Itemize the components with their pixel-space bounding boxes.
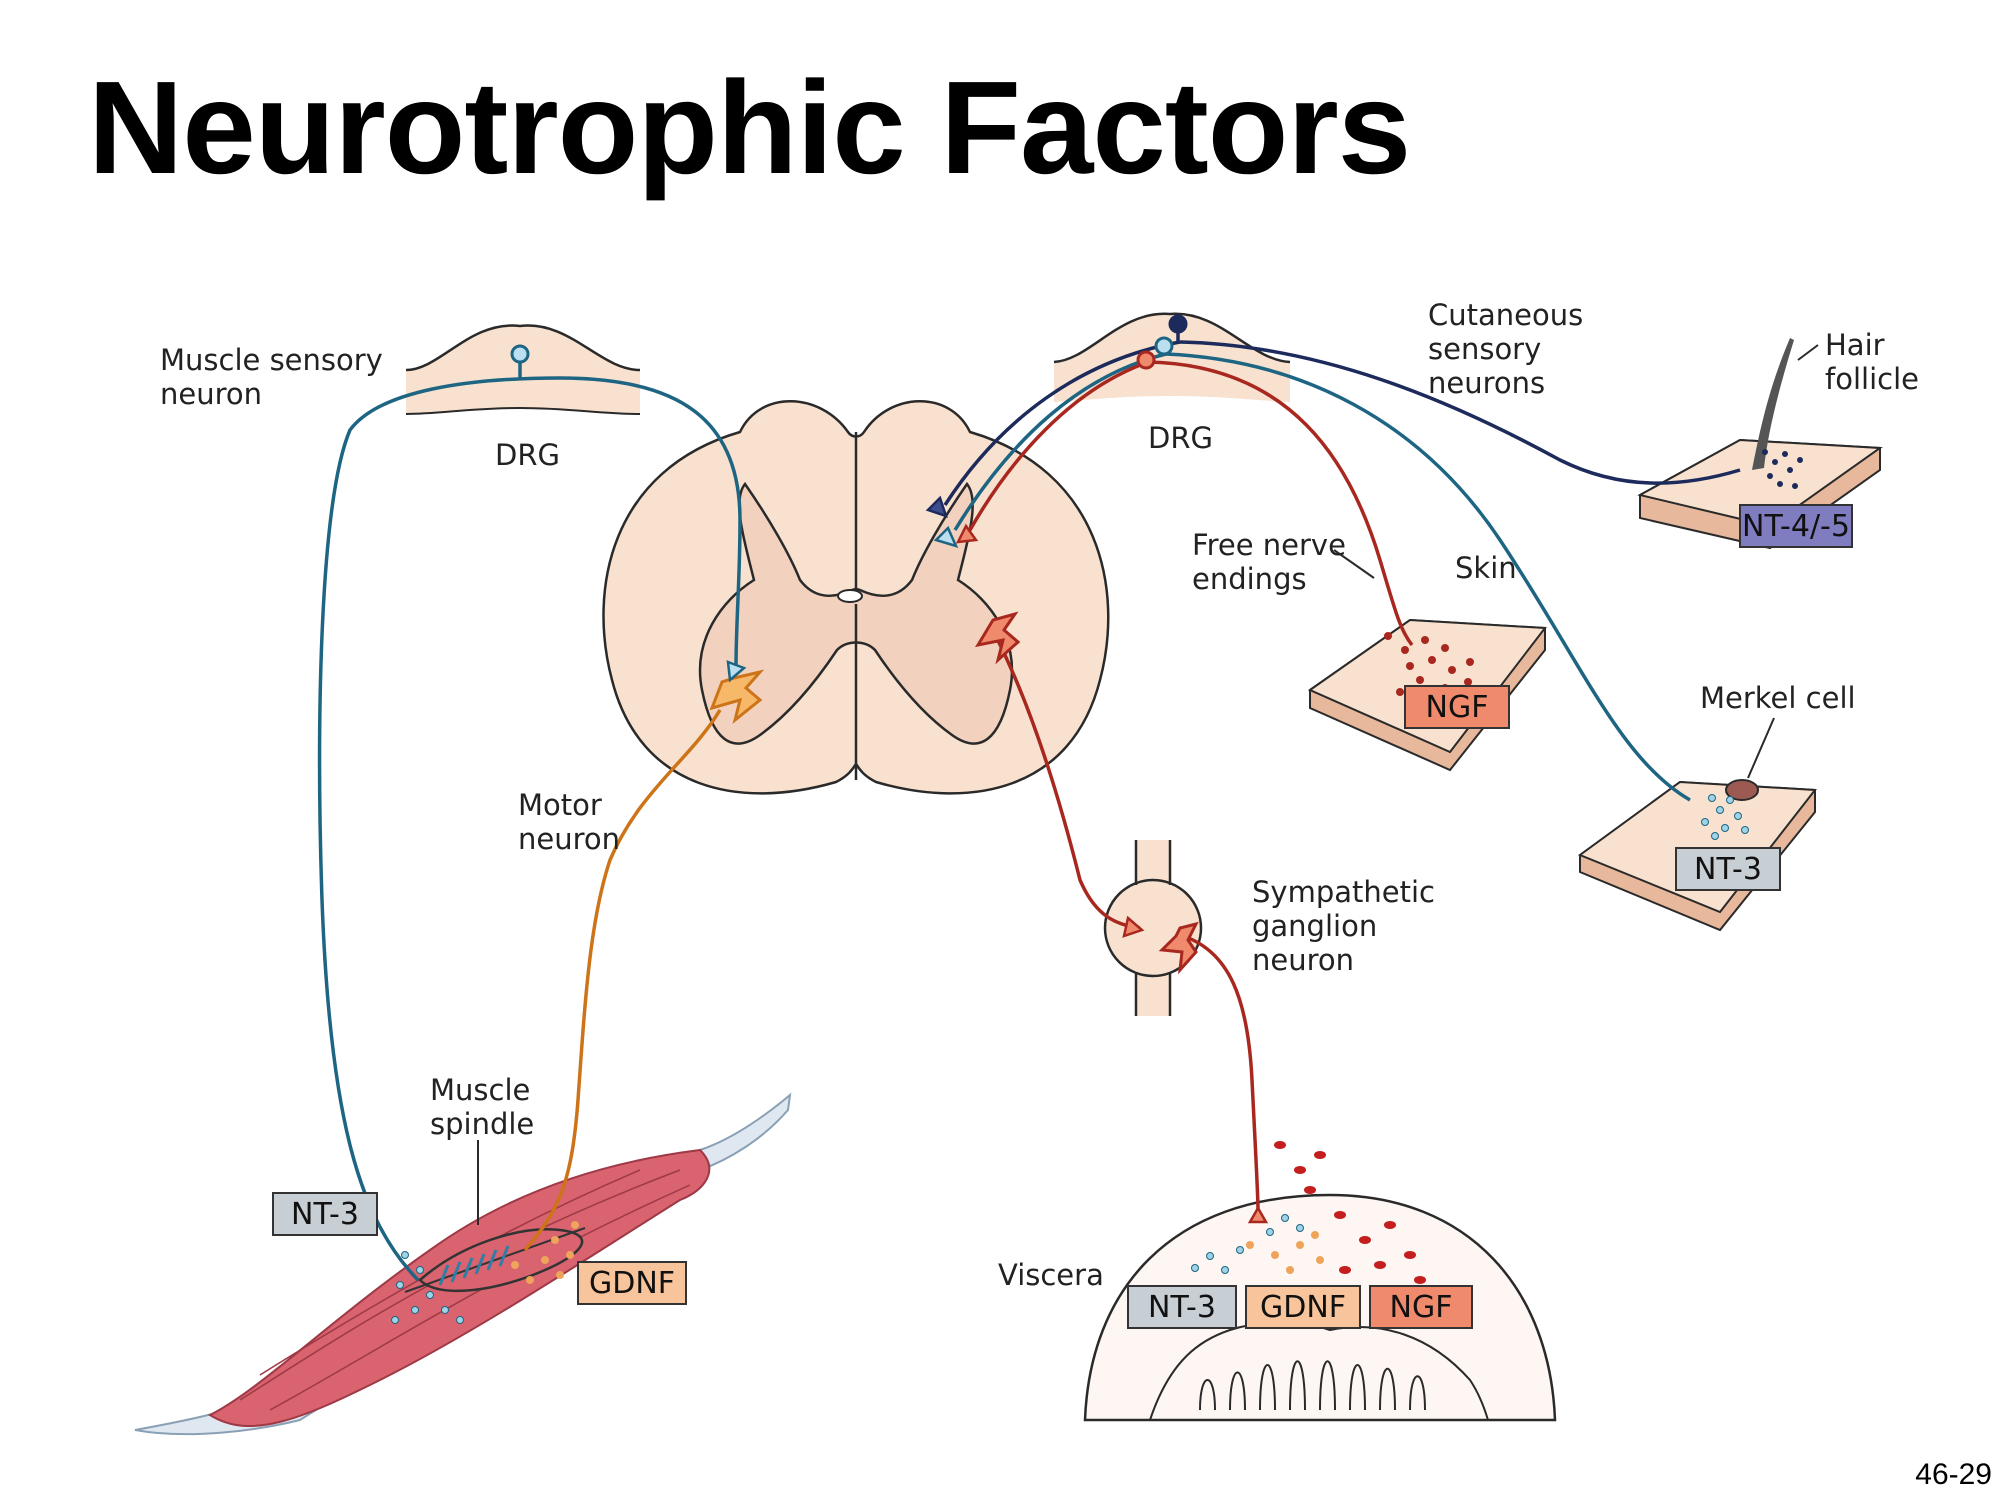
label-hair-1: Hair	[1825, 328, 1885, 362]
page-number: 46-29	[1915, 1458, 1992, 1491]
label-merkel-cell: Merkel cell	[1700, 681, 1856, 715]
factor-box-ngf-viscera: NGF	[1369, 1285, 1473, 1329]
label-hair-2: follicle	[1825, 362, 1919, 396]
factor-box-ngf-skin: NGF	[1404, 685, 1510, 729]
factor-dots	[391, 449, 1803, 1324]
factor-box-gdnf-viscera: GDNF	[1245, 1285, 1361, 1329]
slide-title: Neurotrophic Factors	[88, 54, 1411, 201]
factor-nt3-viscera-text: NT-3	[1148, 1290, 1216, 1325]
label-motor-2: neuron	[518, 822, 620, 856]
free-nerve-ending-axon	[1147, 360, 1414, 647]
drg-left-ganglion	[405, 324, 641, 415]
label-drg-right: DRG	[1148, 421, 1213, 455]
label-spindle-2: spindle	[430, 1107, 534, 1141]
factor-ngf-skin-text: NGF	[1426, 690, 1489, 725]
factor-box-nt3-merkel: NT-3	[1675, 847, 1781, 891]
label-skin: Skin	[1455, 551, 1517, 585]
label-sympathetic-2: ganglion	[1252, 909, 1377, 943]
factor-gdnf-muscle-text: GDNF	[589, 1266, 675, 1301]
factor-box-nt3-muscle: NT-3	[272, 1192, 378, 1236]
label-viscera: Viscera	[998, 1258, 1104, 1292]
preganglionic-axon	[988, 624, 1141, 930]
merkel-cell	[1725, 779, 1759, 801]
label-cutaneous-1: Cutaneous	[1428, 298, 1583, 332]
hair-follicle-axon	[1179, 340, 1741, 485]
factor-box-nt3-viscera: NT-3	[1127, 1285, 1237, 1329]
leader-lines	[477, 344, 1819, 1225]
label-cutaneous-2: sensory	[1428, 332, 1541, 366]
label-drg-left: DRG	[495, 438, 560, 472]
label-free-nerve-1: Free nerve	[1192, 528, 1346, 562]
factor-gdnf-viscera-text: GDNF	[1260, 1290, 1346, 1325]
factor-box-gdnf-muscle: GDNF	[577, 1261, 687, 1305]
label-sympathetic-1: Sympathetic	[1252, 875, 1435, 909]
muscle-sensory-axon	[317, 376, 742, 1282]
merkel-axon	[1165, 352, 1691, 802]
hair-follicle-skin	[1637, 338, 1883, 550]
label-cutaneous-3: neurons	[1428, 366, 1545, 400]
neuron-pathways	[317, 330, 1741, 1282]
factor-box-nt45: NT-4/-5	[1739, 504, 1853, 548]
label-free-nerve-2: endings	[1192, 562, 1307, 596]
label-muscle-sensory-neuron-1: Muscle sensory	[160, 343, 383, 377]
motor-axon	[523, 709, 722, 1252]
label-spindle-1: Muscle	[430, 1073, 530, 1107]
spinal-cord	[602, 400, 1110, 795]
factor-nt45-text: NT-4/-5	[1742, 509, 1850, 544]
diagram-labels: Muscle sensory neuron DRG DRG Cutaneous …	[160, 298, 1919, 1292]
postganglionic-axon	[1179, 933, 1260, 1211]
label-sympathetic-3: neuron	[1252, 943, 1354, 977]
factor-nt3-muscle-text: NT-3	[291, 1197, 359, 1232]
factor-ngf-viscera-text: NGF	[1390, 1290, 1453, 1325]
factor-nt3-merkel-text: NT-3	[1694, 852, 1762, 887]
cell-bodies	[510, 314, 1269, 1224]
label-motor-1: Motor	[518, 788, 602, 822]
label-muscle-sensory-neuron-2: neuron	[160, 377, 262, 411]
